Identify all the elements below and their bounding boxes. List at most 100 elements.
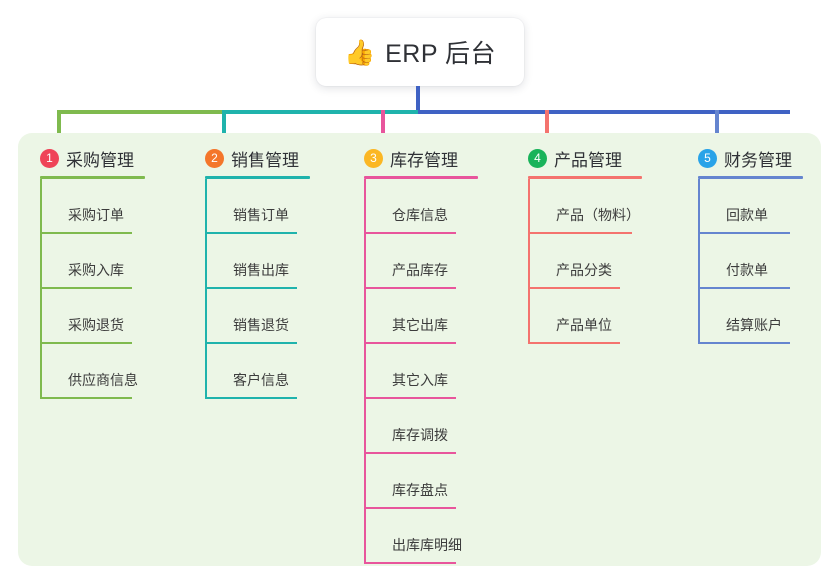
leaf-label: 结算账户 xyxy=(726,317,782,333)
leaf-underline xyxy=(698,342,790,344)
column-body-4: 产品（物料） 产品分类产品单位 xyxy=(528,179,642,344)
leaf-label: 产品（物料） xyxy=(556,207,640,223)
leaf-node[interactable]: 产品（物料） xyxy=(528,179,642,234)
leaf-node[interactable]: 产品分类 xyxy=(528,234,642,289)
connector-drop-3 xyxy=(381,110,385,141)
column-title-5: 财务管理 xyxy=(724,150,792,170)
column-spine-5 xyxy=(698,179,700,344)
leaf-underline xyxy=(364,287,456,289)
root-node[interactable]: 👍 ERP 后台 xyxy=(316,18,524,86)
leaf-label: 销售订单 xyxy=(233,207,289,223)
leaf-node[interactable]: 采购退货 xyxy=(40,289,145,344)
column-header-4[interactable]: 4 产品管理 xyxy=(528,146,642,170)
leaf-label: 采购入库 xyxy=(68,262,124,278)
leaf-underline xyxy=(698,232,790,234)
column-title-2: 销售管理 xyxy=(231,150,299,170)
connector-bus-left xyxy=(57,110,224,114)
leaf-label: 销售出库 xyxy=(233,262,289,278)
leaf-underline xyxy=(364,342,456,344)
leaf-underline xyxy=(205,232,297,234)
leaf-node[interactable]: 结算账户 xyxy=(698,289,803,344)
connector-stem xyxy=(416,86,420,114)
column-header-2[interactable]: 2 销售管理 xyxy=(205,146,310,170)
leaf-underline xyxy=(205,397,297,399)
leaf-label: 回款单 xyxy=(726,207,768,223)
leaf-node[interactable]: 库存盘点 xyxy=(364,454,478,509)
leaf-underline xyxy=(40,342,132,344)
leaf-underline xyxy=(364,562,456,564)
leaf-node[interactable]: 产品库存 xyxy=(364,234,478,289)
leaf-underline xyxy=(528,287,620,289)
column-header-5[interactable]: 5 财务管理 xyxy=(698,146,803,170)
connector-bus-mid xyxy=(222,110,420,114)
leaf-label: 付款单 xyxy=(726,262,768,278)
leaf-label: 产品单位 xyxy=(556,317,612,333)
leaf-label: 出库库明细 xyxy=(392,537,462,553)
leaf-underline xyxy=(205,287,297,289)
leaf-underline xyxy=(364,397,456,399)
leaf-label: 采购订单 xyxy=(68,207,124,223)
leaf-node[interactable]: 付款单 xyxy=(698,234,803,289)
column-spine-1 xyxy=(40,179,42,399)
leaf-underline xyxy=(205,342,297,344)
leaf-underline xyxy=(528,232,632,234)
column-badge-2: 2 xyxy=(205,148,224,168)
leaf-node[interactable]: 产品单位 xyxy=(528,289,642,344)
connector-drop-2 xyxy=(222,110,226,141)
main-panel xyxy=(18,133,821,566)
thumbs-up-icon: 👍 xyxy=(343,38,376,67)
leaf-node[interactable]: 其它出库 xyxy=(364,289,478,344)
leaf-node[interactable]: 回款单 xyxy=(698,179,803,234)
connector-drop-1 xyxy=(57,110,61,141)
column-underline-1 xyxy=(40,176,145,179)
column-body-3: 仓库信息产品库存其它出库其它入库库存调拨库存盘点出库库明细 xyxy=(364,179,478,564)
connector-drop-4 xyxy=(545,110,549,141)
leaf-node[interactable]: 出库库明细 xyxy=(364,509,478,564)
leaf-underline xyxy=(364,232,456,234)
leaf-label: 产品分类 xyxy=(556,262,612,278)
leaf-label: 库存盘点 xyxy=(392,482,448,498)
leaf-node[interactable]: 其它入库 xyxy=(364,344,478,399)
leaf-node[interactable]: 采购订单 xyxy=(40,179,145,234)
column-title-3: 库存管理 xyxy=(390,150,458,170)
leaf-label: 客户信息 xyxy=(233,372,289,388)
leaf-node[interactable]: 库存调拨 xyxy=(364,399,478,454)
column-spine-2 xyxy=(205,179,207,399)
leaf-label: 仓库信息 xyxy=(392,207,448,223)
leaf-underline xyxy=(40,287,132,289)
leaf-node[interactable]: 销售订单 xyxy=(205,179,310,234)
column-body-1: 采购订单采购入库采购退货供应商信息 xyxy=(40,179,145,399)
leaf-label: 供应商信息 xyxy=(68,372,138,388)
column-header-3[interactable]: 3 库存管理 xyxy=(364,146,478,170)
leaf-node[interactable]: 客户信息 xyxy=(205,344,310,399)
column-badge-4: 4 xyxy=(528,148,547,168)
column-underline-2 xyxy=(205,176,310,179)
root-title: ERP 后台 xyxy=(385,40,497,68)
connector-drop-5 xyxy=(715,110,719,141)
column-badge-3: 3 xyxy=(364,148,383,168)
leaf-underline xyxy=(528,342,620,344)
column-body-2: 销售订单销售出库销售退货客户信息 xyxy=(205,179,310,399)
column-underline-3 xyxy=(364,176,478,179)
column-badge-1: 1 xyxy=(40,148,59,168)
leaf-node[interactable]: 仓库信息 xyxy=(364,179,478,234)
leaf-underline xyxy=(698,287,790,289)
column-body-5: 回款单付款单结算账户 xyxy=(698,179,803,344)
leaf-node[interactable]: 采购入库 xyxy=(40,234,145,289)
leaf-underline xyxy=(40,397,132,399)
column-badge-5: 5 xyxy=(698,148,717,168)
leaf-node[interactable]: 供应商信息 xyxy=(40,344,145,399)
column-underline-4 xyxy=(528,176,642,179)
column-spine-3 xyxy=(364,179,366,564)
leaf-node[interactable]: 销售出库 xyxy=(205,234,310,289)
leaf-label: 库存调拨 xyxy=(392,427,448,443)
column-title-4: 产品管理 xyxy=(554,150,622,170)
leaf-label: 采购退货 xyxy=(68,317,124,333)
leaf-underline xyxy=(40,232,132,234)
column-spine-4 xyxy=(528,179,530,344)
column-underline-5 xyxy=(698,176,803,179)
leaf-node[interactable]: 销售退货 xyxy=(205,289,310,344)
column-3: 3 库存管理仓库信息产品库存其它出库其它入库库存调拨库存盘点出库库明细 xyxy=(364,146,478,564)
